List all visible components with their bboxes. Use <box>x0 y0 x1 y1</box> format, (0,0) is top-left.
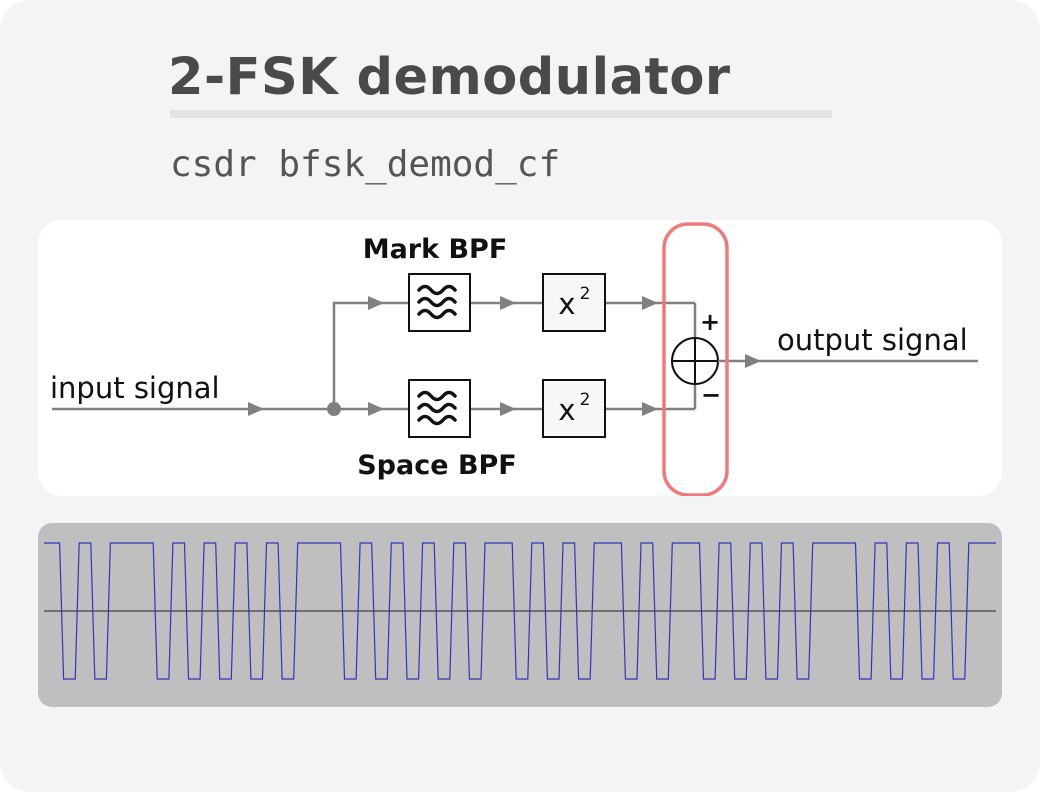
input-wire <box>52 402 334 416</box>
waveform-svg <box>44 542 996 680</box>
space-bpf-block <box>408 379 471 438</box>
block-diagram: Mark BPF Space BPF x 2 x 2 <box>50 222 978 496</box>
square-exponent: 2 <box>580 390 591 410</box>
output-waveform-plot <box>38 523 1002 707</box>
mark-bpf-block <box>408 273 471 332</box>
space-bpf-label: Space BPF <box>357 450 517 481</box>
space-square-block: x 2 <box>542 379 606 438</box>
plus-sign: + <box>700 308 720 336</box>
output-wire <box>718 354 978 368</box>
mark-bpf-label: Mark BPF <box>363 234 508 265</box>
square-base: x <box>558 393 575 427</box>
split-branch <box>332 296 408 416</box>
output-signal-label: output signal <box>777 323 968 357</box>
input-signal-label: input signal <box>50 371 220 405</box>
command-subtitle: csdr bfsk_demod_cf <box>170 144 561 185</box>
bandpass-filter-icon <box>417 284 457 320</box>
mark-square-block: x 2 <box>542 273 606 332</box>
block-diagram-panel: Mark BPF Space BPF x 2 x 2 <box>38 220 1002 496</box>
square-exponent: 2 <box>580 284 591 304</box>
waveform-trace <box>44 542 996 680</box>
title-underline <box>170 110 832 118</box>
summing-highlight <box>662 222 729 496</box>
summing-junction <box>671 337 719 385</box>
page-title: 2-FSK demodulator <box>168 48 731 107</box>
square-base: x <box>558 287 575 321</box>
minus-sign: − <box>701 381 721 409</box>
bandpass-filter-icon <box>417 390 457 426</box>
